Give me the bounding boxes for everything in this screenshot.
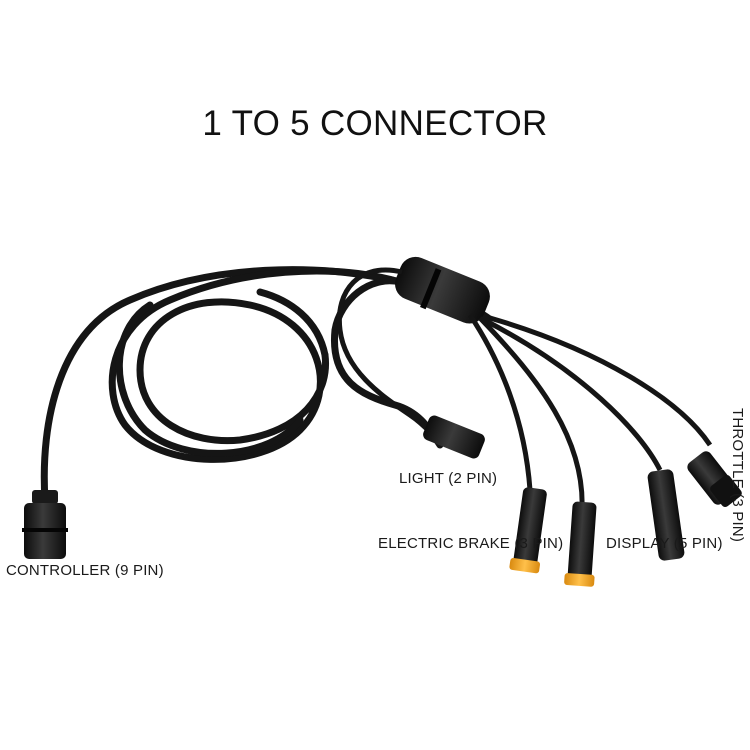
throttle-label: THROTTLE (3 PIN) [729, 408, 746, 543]
throttle-branch [489, 315, 742, 508]
light-branch [336, 267, 485, 459]
controller-connector [22, 490, 68, 559]
main-cable-coil [40, 266, 444, 504]
display-label: DISPLAY (5 PIN) [606, 535, 723, 552]
splitter-hub [395, 256, 493, 324]
page-title: 1 TO 5 CONNECTOR [202, 104, 548, 143]
electric-brake-branch-2 [478, 316, 597, 587]
light-label: LIGHT (2 PIN) [399, 470, 498, 487]
throttle-label-wrap: THROTTLE (3 PIN) [728, 408, 748, 578]
electric-brake-branch-1 [467, 313, 547, 574]
display-branch [486, 319, 685, 561]
electric-brake-label: ELECTRIC BRAKE (3 PIN) [378, 535, 564, 552]
controller-label: CONTROLLER (9 PIN) [6, 562, 164, 579]
